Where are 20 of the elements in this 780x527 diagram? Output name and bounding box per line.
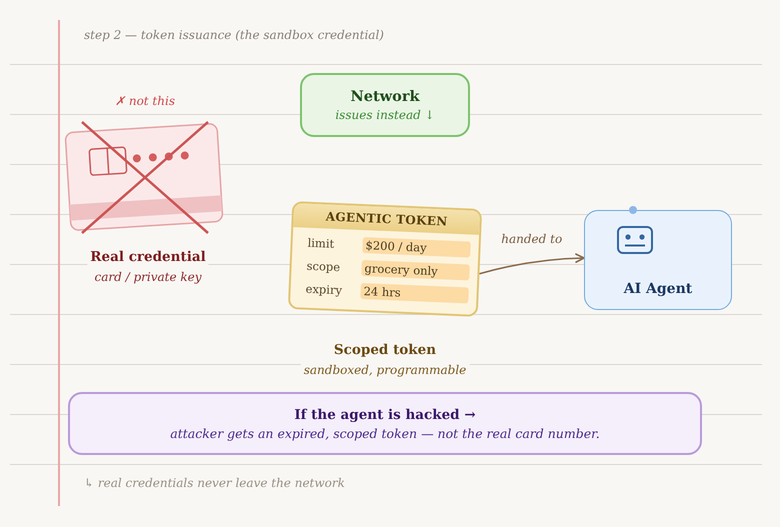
box-heading: If the agent is hacked → bbox=[294, 406, 476, 422]
caption-subtitle: sandboxed, programmable bbox=[300, 363, 470, 377]
footnote: ↳ real credentials never leave the network bbox=[84, 476, 345, 490]
arrow bbox=[479, 253, 585, 275]
field-value: 24 hrs bbox=[360, 283, 469, 304]
token-title: AGENTIC TOKEN bbox=[293, 203, 480, 235]
field-label: limit bbox=[307, 236, 334, 251]
caption-heading: Real credential bbox=[87, 249, 209, 265]
token-card bbox=[288, 201, 482, 317]
callout-box bbox=[68, 392, 702, 455]
box-subtitle: attacker gets an expired, scoped token — not the real card number. bbox=[170, 426, 600, 440]
diagram-title: step 2 — token issuance (the sandbox credential) bbox=[84, 28, 384, 42]
network-box bbox=[300, 73, 470, 137]
agent-label: AI Agent bbox=[624, 281, 692, 297]
box-subtitle: issues instead ↓ bbox=[335, 108, 435, 122]
field-label: scope bbox=[306, 258, 340, 274]
field-label: expiry bbox=[305, 282, 342, 298]
field-value: $200 / day bbox=[362, 237, 471, 258]
box-heading: Network bbox=[350, 88, 420, 105]
field-value: grocery only bbox=[361, 260, 470, 281]
